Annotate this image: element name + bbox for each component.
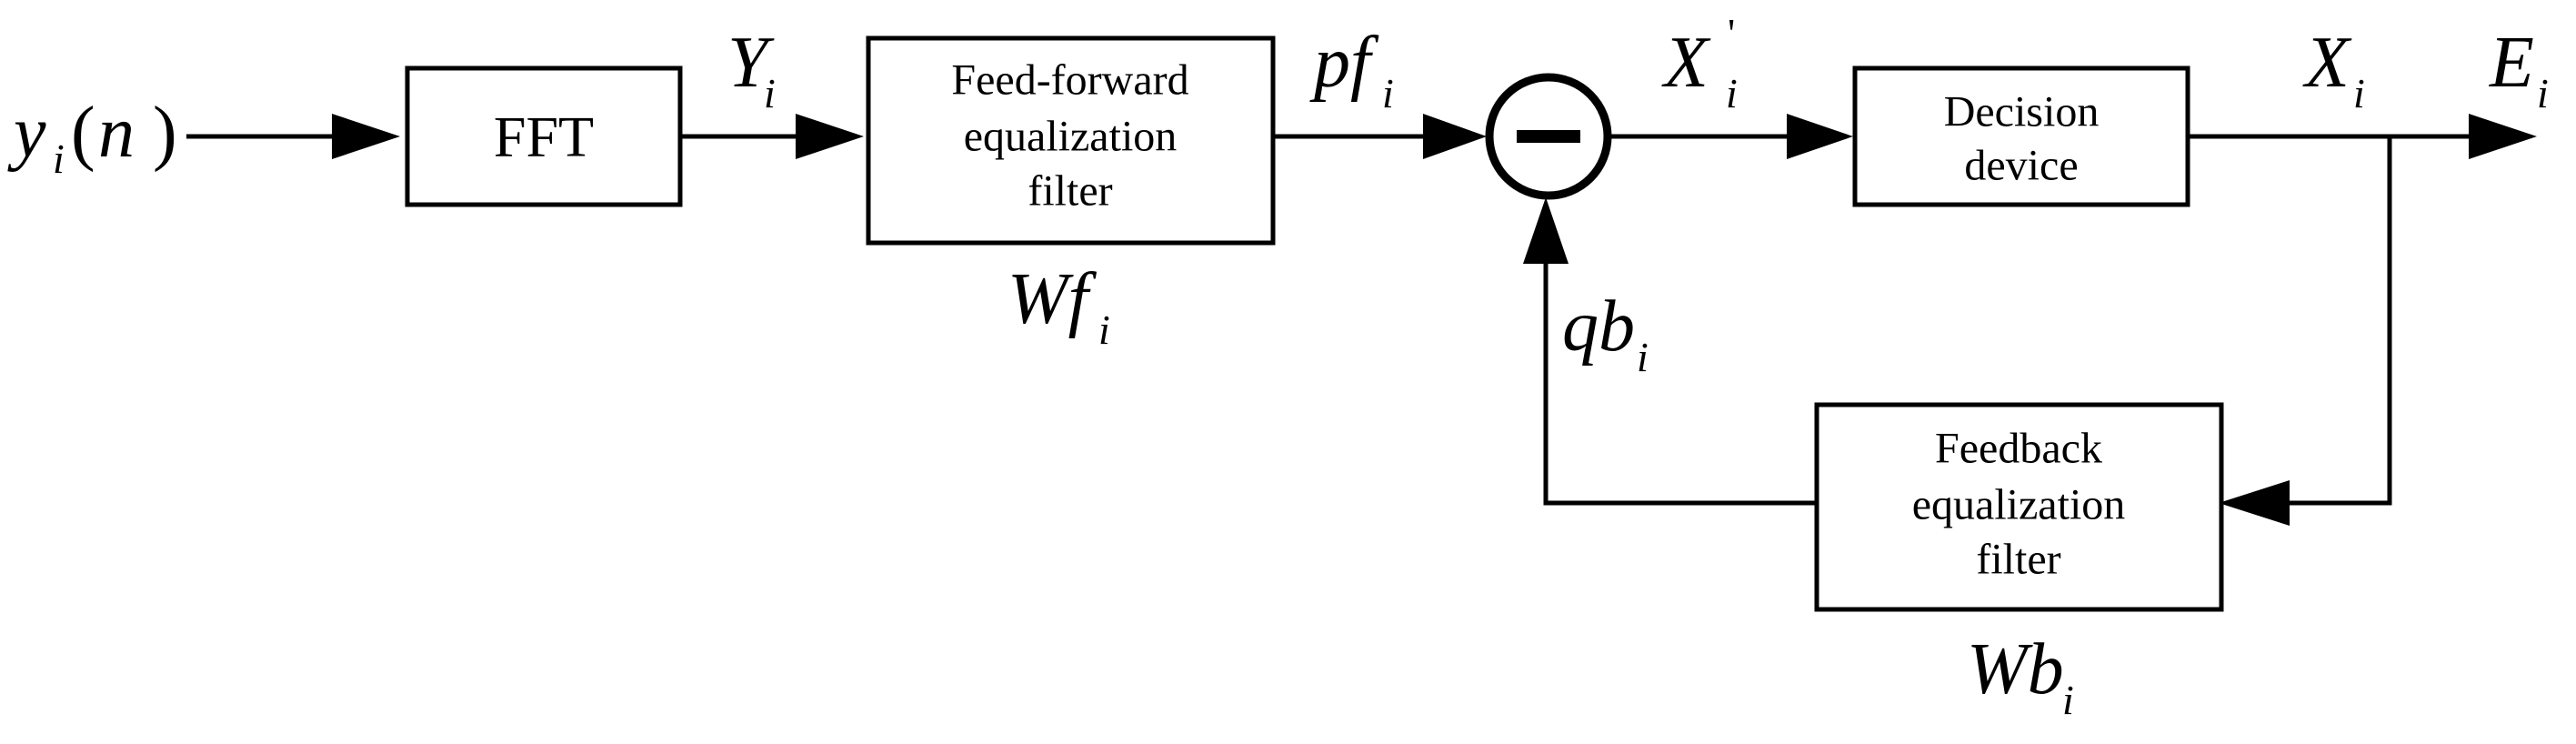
- feedback-filter-box: [1814, 402, 2224, 612]
- feedforward-filter-label-line1: Feed-forward: [951, 56, 1188, 105]
- feedback-filter-label-line3: filter: [1976, 536, 2060, 584]
- arrowhead-feedback-input: [2219, 480, 2290, 526]
- weight-feedforward-base: Wf: [1007, 259, 1098, 339]
- fft-block: FFT: [405, 65, 683, 207]
- decision-device-label-line2: device: [1964, 142, 2078, 190]
- feedback-filter-block: Feedback equalization filter: [1814, 402, 2224, 612]
- signal-label-decision-output: X i: [2302, 23, 2365, 116]
- signal-label-feedforward-output: pf i: [1309, 23, 1394, 116]
- feedforward-filter-label-line2: equalization: [964, 113, 1178, 161]
- wire-feedback-tap: [2273, 136, 2392, 506]
- fft-block-box: [405, 65, 683, 207]
- signal-decision-output-base: X: [2302, 23, 2352, 103]
- signal-label-error-output: E i: [2489, 23, 2549, 116]
- signal-feedback-output-base: qb: [1562, 287, 1635, 367]
- signal-feedback-output-subscript: i: [1637, 334, 1649, 380]
- signal-label-fft-output: Y i: [727, 23, 776, 116]
- feedback-filter-label-line2: equalization: [1912, 481, 2126, 529]
- signal-sum-output-subscript: i: [1726, 70, 1738, 116]
- feedforward-filter-block: Feed-forward equalization filter: [866, 35, 1276, 246]
- signal-sum-output-base: X: [1661, 23, 1711, 103]
- signal-input-argument: n: [98, 93, 135, 173]
- weight-label-feedforward: Wf i: [1007, 259, 1110, 353]
- arrowhead-feedforward-input: [796, 114, 864, 159]
- arrowhead-fft-input: [332, 114, 400, 159]
- arrowhead-sum-feedback-input: [1523, 197, 1569, 264]
- signal-fft-output-subscript: i: [764, 70, 776, 116]
- signal-feedforward-output-base: pf: [1309, 23, 1379, 103]
- signal-input-paren-close: ): [153, 93, 177, 173]
- signal-input-paren-open: (: [71, 93, 95, 173]
- arrowhead-sum-input: [1423, 114, 1487, 159]
- decision-device-label-line1: Decision: [1944, 88, 2100, 136]
- signal-input-subscript: i: [53, 136, 65, 182]
- decision-device-box: [1852, 65, 2190, 207]
- weight-feedback-subscript: i: [2062, 677, 2074, 723]
- fft-block-label: FFT: [494, 105, 594, 169]
- signal-error-output-base: E: [2489, 23, 2534, 103]
- signal-feedforward-output-subscript: i: [1382, 70, 1394, 116]
- arrowhead-decision-input: [1787, 114, 1853, 159]
- minus-sign-icon: [1517, 130, 1580, 143]
- signal-label-sum-output: X ' i: [1661, 10, 1738, 116]
- weight-feedback-base: Wb: [1967, 629, 2064, 709]
- signal-decision-output-subscript: i: [2353, 70, 2365, 116]
- wire-feedback-to-sum: [1543, 264, 1817, 506]
- arrowhead-output: [2469, 114, 2537, 159]
- signal-fft-output-base: Y: [727, 23, 775, 103]
- feedforward-filter-label-line3: filter: [1027, 167, 1112, 216]
- summing-junction: [1485, 73, 1612, 200]
- weight-feedforward-subscript: i: [1098, 307, 1110, 353]
- signal-sum-output-prime: ': [1728, 10, 1735, 56]
- signal-error-output-subscript: i: [2537, 70, 2549, 116]
- signal-label-feedback-output: qb i: [1562, 287, 1649, 380]
- feedforward-filter-box: [866, 35, 1276, 246]
- feedback-filter-label-line1: Feedback: [1935, 425, 2102, 473]
- signal-label-input: y i ( n ): [7, 93, 177, 182]
- weight-label-feedback: Wb i: [1967, 629, 2074, 723]
- decision-device-block: Decision device: [1852, 65, 2190, 207]
- signal-input-base: y: [7, 93, 46, 173]
